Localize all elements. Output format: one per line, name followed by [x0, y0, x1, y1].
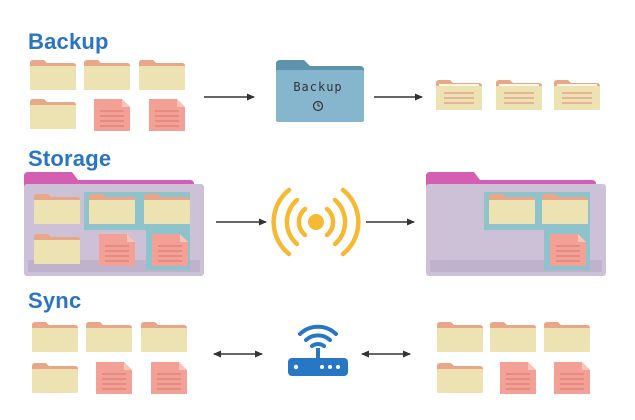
folder-icon: [89, 194, 135, 224]
folder-icon: [34, 194, 80, 224]
document-icon: [93, 98, 131, 132]
folder-icon: [30, 60, 76, 90]
document-icon: [150, 361, 188, 395]
folder-icon: [144, 194, 190, 224]
document-folder-icon: [495, 79, 543, 111]
backup-folder-label: Backup: [293, 80, 343, 94]
document-icon: [151, 233, 189, 267]
folder-icon: [437, 363, 483, 393]
sync-local-files: [32, 322, 188, 395]
document-icon: [95, 361, 133, 395]
document-folder-icon: [435, 79, 483, 111]
folder-icon: [544, 322, 590, 352]
document-icon: [549, 233, 587, 267]
folder-icon: [437, 322, 483, 352]
wifi-router-icon: [288, 324, 348, 376]
archive-folder-icon: [276, 60, 364, 122]
folder-icon: [32, 322, 78, 352]
folder-icon: [139, 60, 185, 90]
clock-icon: [312, 100, 324, 112]
document-icon: [553, 361, 591, 395]
storage-cloud-container: [426, 172, 606, 276]
folder-icon: [141, 322, 187, 352]
backup-destination-files: [435, 79, 601, 111]
folder-icon: [489, 194, 535, 224]
folder-icon: [86, 322, 132, 352]
document-icon: [98, 233, 136, 267]
storage-local-container: [24, 172, 204, 276]
folder-icon: [542, 194, 588, 224]
folder-icon: [490, 322, 536, 352]
backup-source-files: [30, 60, 186, 132]
document-icon: [499, 361, 537, 395]
sync-remote-files: [437, 322, 591, 395]
folder-icon: [30, 99, 76, 129]
document-folder-icon: [553, 79, 601, 111]
sync-heading: Sync: [28, 288, 82, 313]
folder-icon: [34, 234, 80, 264]
storage-heading: Storage: [28, 146, 112, 171]
wireless-signal-icon: [271, 187, 361, 257]
document-icon: [148, 98, 186, 132]
folder-icon: [84, 60, 130, 90]
backup-heading: Backup: [28, 29, 109, 54]
folder-icon: [32, 363, 78, 393]
